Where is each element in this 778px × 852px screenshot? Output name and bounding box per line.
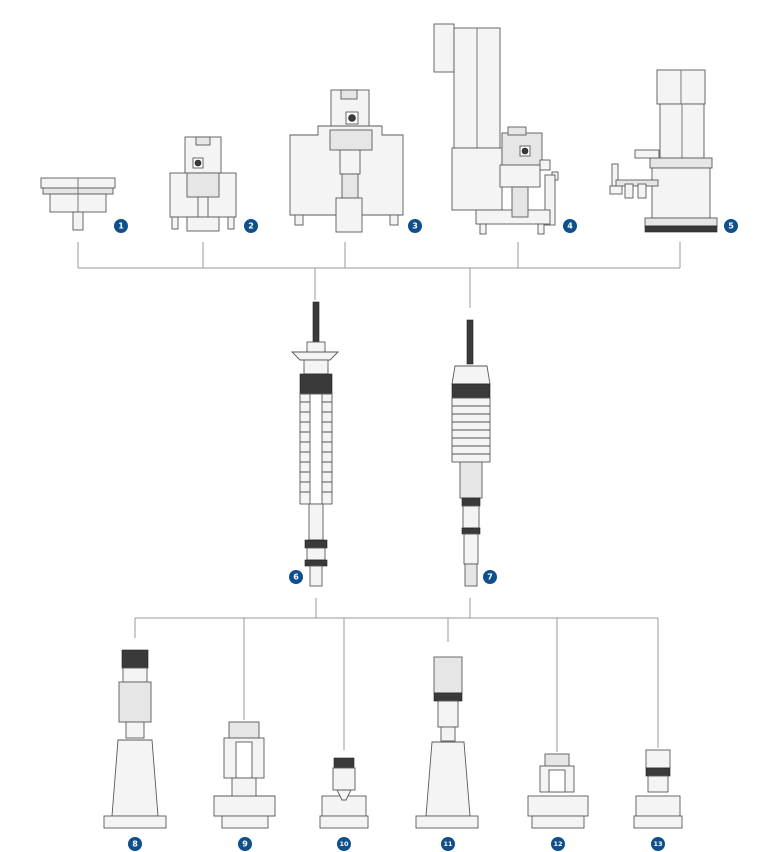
component-4-drawing <box>433 23 559 235</box>
badge-12-label: 12 <box>553 840 562 848</box>
badge-5-label: 5 <box>728 222 734 231</box>
badge-11: 11 <box>441 837 455 851</box>
badge-1: 1 <box>114 219 128 233</box>
badge-8-label: 8 <box>132 840 138 849</box>
component-1-drawing <box>40 177 116 231</box>
badge-1-label: 1 <box>118 222 124 231</box>
component-10-drawing <box>319 757 369 829</box>
connector-lines <box>77 242 681 752</box>
badge-12: 12 <box>551 837 565 851</box>
component-7-drawing <box>451 319 491 587</box>
badge-6-label: 6 <box>293 573 299 582</box>
badge-13-label: 13 <box>653 840 662 848</box>
badge-3: 3 <box>408 219 422 233</box>
badge-6: 6 <box>289 570 303 584</box>
badge-7-label: 7 <box>487 573 493 582</box>
badge-7: 7 <box>483 570 497 584</box>
badge-4-label: 4 <box>567 222 573 231</box>
component-3-drawing <box>289 89 404 233</box>
badge-10-label: 10 <box>339 840 349 848</box>
badge-9: 9 <box>238 837 252 851</box>
badge-4: 4 <box>563 219 577 233</box>
component-11-drawing <box>415 656 479 829</box>
badge-11-label: 11 <box>443 840 453 848</box>
component-5-drawing <box>609 69 718 233</box>
component-6-drawing <box>290 301 340 587</box>
component-2-drawing <box>169 136 237 232</box>
component-12-drawing <box>527 753 589 829</box>
badge-5: 5 <box>724 219 738 233</box>
badge-3-label: 3 <box>412 222 418 231</box>
badge-2-label: 2 <box>248 222 254 231</box>
badge-13: 13 <box>651 837 665 851</box>
badge-9-label: 9 <box>242 840 248 849</box>
badge-10: 10 <box>337 837 351 851</box>
badge-2: 2 <box>244 219 258 233</box>
component-9-drawing <box>213 721 276 829</box>
component-8-drawing <box>103 649 167 829</box>
badge-8: 8 <box>128 837 142 851</box>
component-13-drawing <box>633 749 683 829</box>
